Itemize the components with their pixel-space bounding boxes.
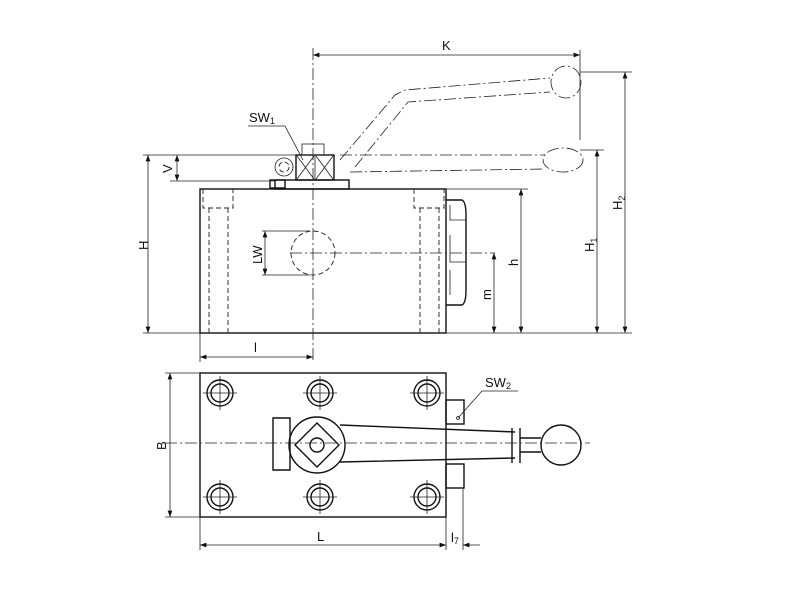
lock-screw [272,417,291,471]
label-l7: l7 [451,530,459,546]
side-nut-top [445,399,465,425]
handle-top [339,424,516,463]
label-L: L [317,529,324,544]
stem-square [294,422,340,468]
label-H2: H2 [610,196,627,210]
label-K: K [442,38,451,53]
label-H: H [136,241,151,250]
top-plate [274,179,350,190]
label-l: l [254,340,257,355]
handle-knob-closed [542,147,584,173]
side-nut [446,199,467,306]
handle-raised [339,77,551,168]
valve-body-top [199,372,447,518]
label-SW2: SW2 [485,375,511,391]
label-SW1: SW1 [249,110,275,126]
label-h: h [506,259,521,266]
label-V: V [160,164,175,173]
label-m: m [479,289,494,300]
front-view: K H2 H1 h m H V LW l SW1 [136,38,632,362]
label-H1: H1 [582,238,599,252]
handle-knob-top [540,424,582,466]
hub [288,416,346,474]
screw-head [269,179,286,189]
label-B: B [154,441,169,450]
mounting-bolts [203,376,444,514]
handle-closed [340,154,546,173]
stem-block [274,143,335,181]
label-LW: LW [250,245,265,264]
valve-body-front [199,188,447,334]
handle-knob-raised [550,65,582,99]
top-view: B L l7 SW2 [154,372,590,550]
